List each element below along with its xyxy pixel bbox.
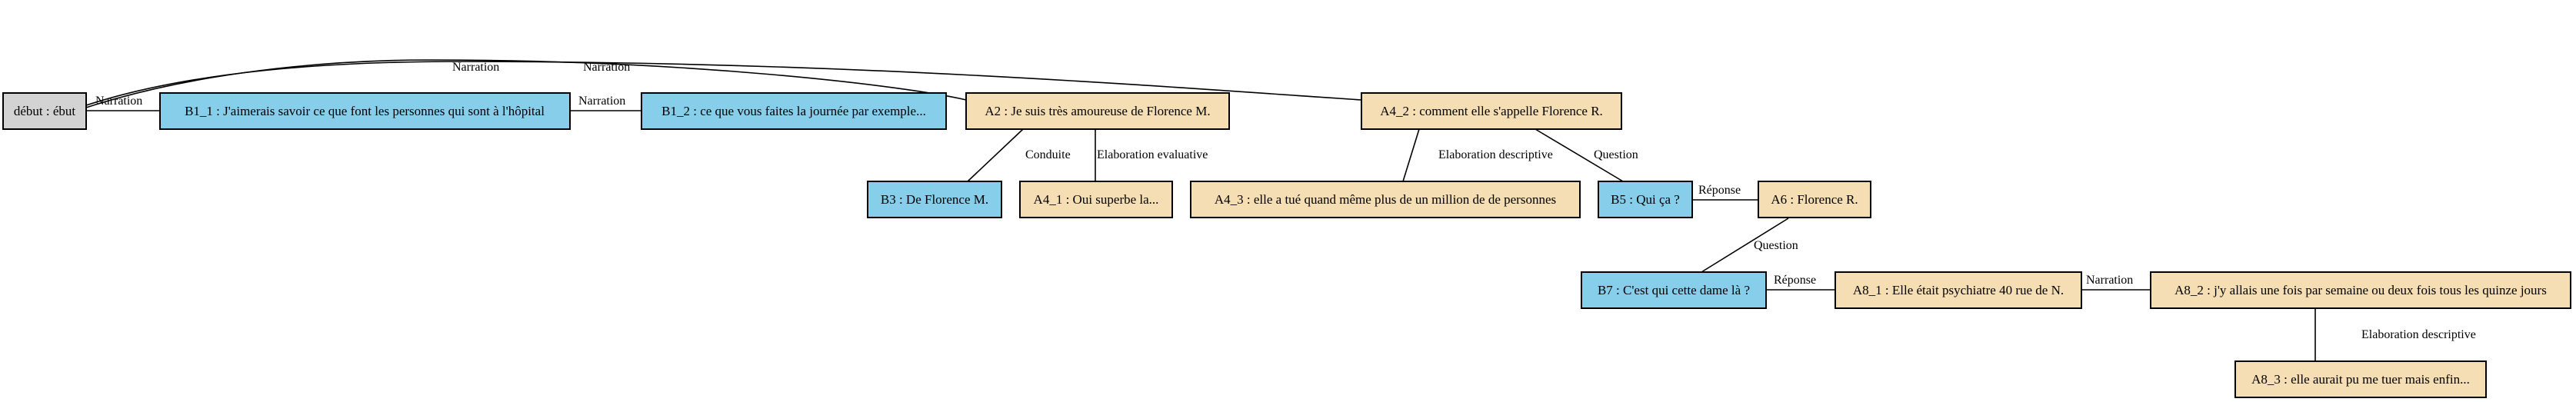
edge-label-a4-2-a4-3: Elaboration descriptive [1438,148,1553,161]
node-box [965,92,1230,130]
edge-a2-b3 [967,128,1024,182]
node-label: A6 : Florence R. [1771,192,1858,207]
node-label: B5 : Qui ça ? [1611,192,1680,207]
edge-a4-2-a4-3 [1402,128,1420,182]
edge-label-a2-b3: Conduite [1025,148,1071,161]
node-box [1835,271,2082,309]
node-a6[interactable]: A6 : Florence R. [1758,181,1871,218]
node-label: B3 : De Florence M. [881,192,988,207]
edge-a6-b7 [1701,218,1789,273]
edge-label-debut-a2: Narration [452,61,499,74]
edge-label-a6-b7: Question [1754,239,1798,252]
node-label: début : ébut [14,104,76,118]
node-label: A8_2 : j'y allais une fois par semaine o… [2174,283,2547,297]
node-box [1361,92,1622,130]
node-box [867,181,1002,218]
node-debut[interactable]: début : ébut [2,92,87,130]
edge-label-a8-2-a8-3: Elaboration descriptive [2361,328,2476,341]
edge-label-a8-1-a8-2: Narration [2086,274,2133,287]
node-a2[interactable]: A2 : Je suis très amoureuse de Florence … [965,92,1230,130]
node-label: A4_2 : comment elle s'appelle Florence R… [1380,104,1603,118]
node-b1-2[interactable]: B1_2 : ce que vous faites la journée par… [641,92,947,130]
node-label: B1_2 : ce que vous faites la journée par… [661,104,926,118]
node-b1-1[interactable]: B1_1 : J'aimerais savoir ce que font les… [159,92,571,130]
node-label: B1_1 : J'aimerais savoir ce que font les… [185,104,545,118]
edge-debut-a4-2 [85,61,1362,106]
node-a8-3[interactable]: A8_3 : elle aurait pu me tuer mais enfin… [2234,360,2487,398]
node-a4-3[interactable]: A4_3 : elle a tué quand même plus de un … [1190,181,1581,218]
node-b5[interactable]: B5 : Qui ça ? [1598,181,1693,218]
edge-label-debut-a4-2: Narration [583,61,630,74]
node-box [2150,271,2571,309]
node-a4-2[interactable]: A4_2 : comment elle s'appelle Florence R… [1361,92,1622,130]
edge-label-b7-a8-1: Réponse [1774,274,1816,287]
edge-label-debut-b1-1: Narration [95,95,142,108]
node-box [1581,271,1767,309]
node-box [2234,360,2487,398]
node-b7[interactable]: B7 : C'est qui cette dame là ? [1581,271,1767,309]
node-box [641,92,947,130]
node-box [1019,181,1173,218]
node-box [159,92,571,130]
node-box [1758,181,1871,218]
edge-label-b1-1-b1-2: Narration [578,95,625,108]
node-a8-2[interactable]: A8_2 : j'y allais une fois par semaine o… [2150,271,2571,309]
edge-a4-2-b5 [1535,128,1624,182]
node-label: A4_3 : elle a tué quand même plus de un … [1215,192,1556,207]
node-box [1598,181,1693,218]
edge-label-b5-a6: Réponse [1698,184,1741,197]
node-label: B7 : C'est qui cette dame là ? [1598,283,1750,297]
node-box [2,92,87,130]
nodes: début : ébut B1_1 : J'aimerais savoir ce… [2,92,2571,398]
edge-label-a2-a4-1: Elaboration evaluative [1097,148,1208,161]
node-b3[interactable]: B3 : De Florence M. [867,181,1002,218]
node-label: A8_3 : elle aurait pu me tuer mais enfin… [2251,372,2470,387]
node-a8-1[interactable]: A8_1 : Elle était psychiatre 40 rue de N… [1835,271,2082,309]
edges: Narration Narration Narration Narration … [85,59,2476,361]
node-box [1190,181,1581,218]
node-label: A4_1 : Oui superbe la... [1034,192,1159,207]
edge-label-a4-2-b5: Question [1594,148,1638,161]
node-a4-1[interactable]: A4_1 : Oui superbe la... [1019,181,1173,218]
node-label: A2 : Je suis très amoureuse de Florence … [985,104,1210,118]
node-label: A8_1 : Elle était psychiatre 40 rue de N… [1853,283,2064,297]
